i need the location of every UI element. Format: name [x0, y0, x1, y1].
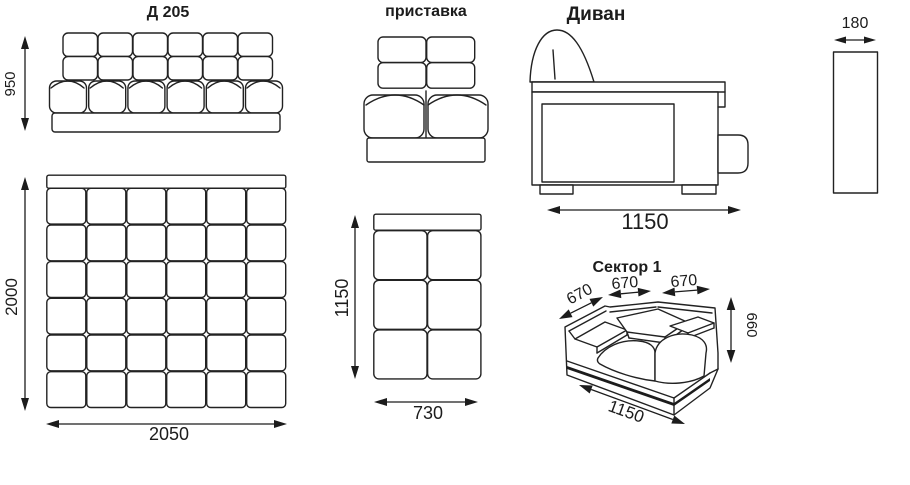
sektor1-isometric-drawing — [559, 285, 736, 424]
dimension-label-180: 180 — [841, 15, 869, 32]
figure-title-divan: Диван — [566, 4, 626, 25]
dimension-label-730: 730 — [412, 403, 444, 423]
dimension-arrow-1150-pristavka — [351, 215, 359, 379]
figure-title-sektor1: Сектор 1 — [592, 259, 662, 276]
figure-title-d205: Д 205 — [146, 4, 190, 21]
pristavka-front-view-drawing — [362, 35, 490, 165]
dimension-arrow-2050 — [46, 420, 287, 428]
dimension-label-1150-pristavka: 1150 — [332, 278, 352, 318]
pristavka-plan-view-drawing — [373, 213, 482, 383]
dimension-label-2000: 2000 — [2, 278, 21, 316]
dimension-arrow-2000 — [21, 177, 29, 411]
dimension-arrow-180 — [834, 36, 876, 44]
dimension-arrow-950 — [21, 36, 29, 131]
d205-front-view-drawing — [46, 27, 287, 137]
dimension-label-660: 660 — [743, 312, 760, 338]
figure-title-pristavka: приставка — [385, 3, 467, 20]
dimension-label-2050: 2050 — [148, 424, 190, 444]
d205-plan-view-drawing — [46, 174, 287, 411]
dimension-arrow-730 — [374, 398, 478, 406]
divan-side-view-drawing — [530, 26, 750, 198]
sektor1-dimension-arrows — [559, 285, 736, 424]
side-panel-drawing — [832, 50, 879, 196]
dimension-label-1150-divan: 1150 — [621, 209, 669, 234]
dimension-label-950: 950 — [2, 71, 19, 97]
dimension-arrow-1150-divan — [547, 206, 741, 214]
